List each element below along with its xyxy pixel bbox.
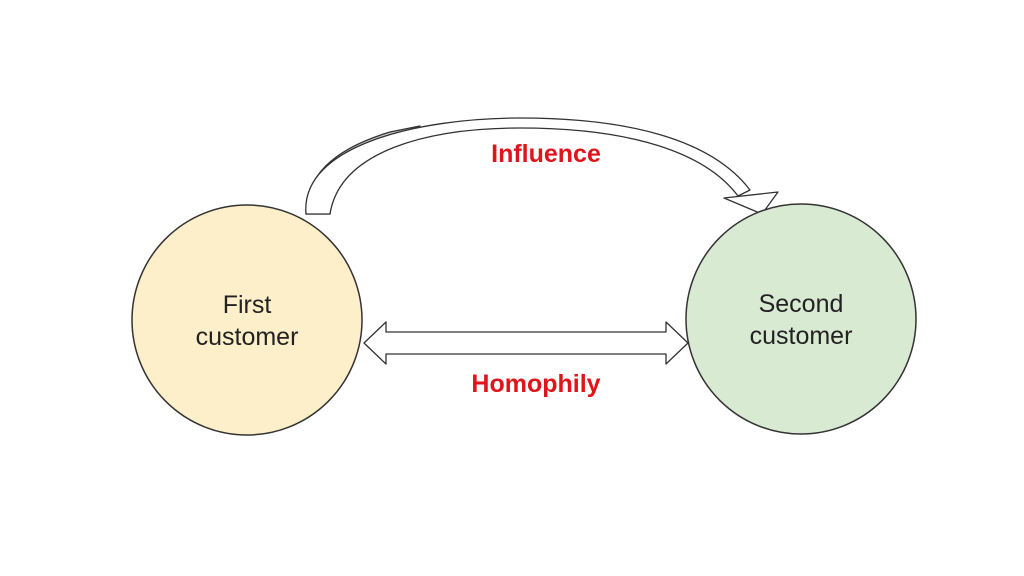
influence-arrow-head [723,191,779,215]
homophily-arrow [363,321,689,365]
second-customer-label-line1: Second [759,290,844,318]
second-customer-label-line2: customer [750,322,853,350]
first-customer-label-line1: First [223,291,272,319]
first-customer-label-line2: customer [196,323,299,351]
second-customer-circle [685,203,917,435]
first-customer-circle [131,204,363,436]
first-customer-node: First customer [131,204,363,436]
influence-arrow-body [305,117,751,215]
homophily-label: Homophily [471,370,600,398]
influence-arrow [305,117,779,215]
second-customer-node: Second customer [685,203,917,435]
influence-label: Influence [491,140,601,168]
